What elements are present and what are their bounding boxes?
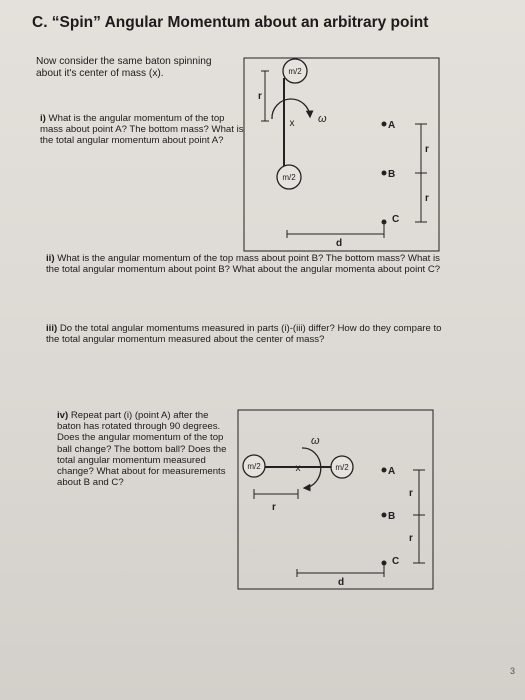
question-iii: iii) Do the total angular momentums meas… <box>46 323 456 345</box>
center-of-mass-marker: x <box>290 118 295 129</box>
right-mass-ball <box>330 455 354 479</box>
r-label-right-1: r <box>425 144 429 155</box>
right-mass-label: m/2 <box>335 463 349 472</box>
point-c-label-2: C <box>392 556 399 567</box>
point-b-label: B <box>388 169 395 180</box>
section-title: C. “Spin” Angular Momentum about an arbi… <box>32 14 429 31</box>
r-label-left: r <box>258 91 262 102</box>
question-ii-prefix: ii) <box>46 253 55 264</box>
bottom-mass-label: m/2 <box>282 173 296 182</box>
question-ii: ii) What is the angular momentum of the … <box>46 253 446 275</box>
figure-2-frame <box>237 409 434 590</box>
point-a-dot <box>381 121 387 127</box>
question-i: i) What is the angular momentum of the t… <box>40 113 245 147</box>
bottom-mass-ball <box>276 164 302 190</box>
page-number: 3 <box>509 666 515 676</box>
intro-text: Now consider the same baton spinning abo… <box>36 56 212 79</box>
rotation-arc-arrow-2 <box>301 447 322 492</box>
question-i-text: What is the angular momentum of the top … <box>40 113 244 147</box>
omega-label-2: ω <box>311 435 320 447</box>
question-iii-text: Do the total angular momentums measured … <box>46 323 442 346</box>
d-label: d <box>336 238 342 249</box>
question-iv-text: Repeat part (i) (point A) after the bato… <box>57 410 227 489</box>
question-iv-prefix: iv) <box>57 410 69 421</box>
left-mass-ball <box>242 454 266 478</box>
figure-1-frame <box>243 57 440 252</box>
left-mass-label: m/2 <box>247 462 261 471</box>
center-of-mass-marker-2: x <box>296 463 301 474</box>
point-b-dot <box>381 170 387 176</box>
top-mass-ball <box>282 58 308 84</box>
point-c-label: C <box>392 214 399 225</box>
figure-1: m/2 m/2 x ω r A B C r r d <box>243 57 440 252</box>
question-i-prefix: i) <box>40 113 46 124</box>
question-iii-prefix: iii) <box>46 323 58 334</box>
point-a-label-2: A <box>388 466 395 477</box>
point-b-label-2: B <box>388 511 395 522</box>
top-mass-label: m/2 <box>288 67 302 76</box>
point-a-label: A <box>388 120 395 131</box>
question-ii-text: What is the angular momentum of the top … <box>46 253 441 276</box>
point-b-dot-2 <box>381 512 387 518</box>
r-label-bottom: r <box>272 502 276 513</box>
r-label-right-2a: r <box>409 488 413 499</box>
r-label-right-2b: r <box>409 533 413 544</box>
r-label-right-2: r <box>425 193 429 204</box>
omega-label: ω <box>318 113 327 125</box>
rotation-arc-arrow <box>271 98 314 120</box>
question-iv: iv) Repeat part (i) (point A) after the … <box>57 410 235 488</box>
point-c-dot <box>381 219 387 225</box>
point-c-dot-2 <box>381 560 387 566</box>
point-a-dot-2 <box>381 467 387 473</box>
d-label-2: d <box>338 577 344 588</box>
figure-2: m/2 m/2 x ω r A B C r r d <box>237 409 434 590</box>
